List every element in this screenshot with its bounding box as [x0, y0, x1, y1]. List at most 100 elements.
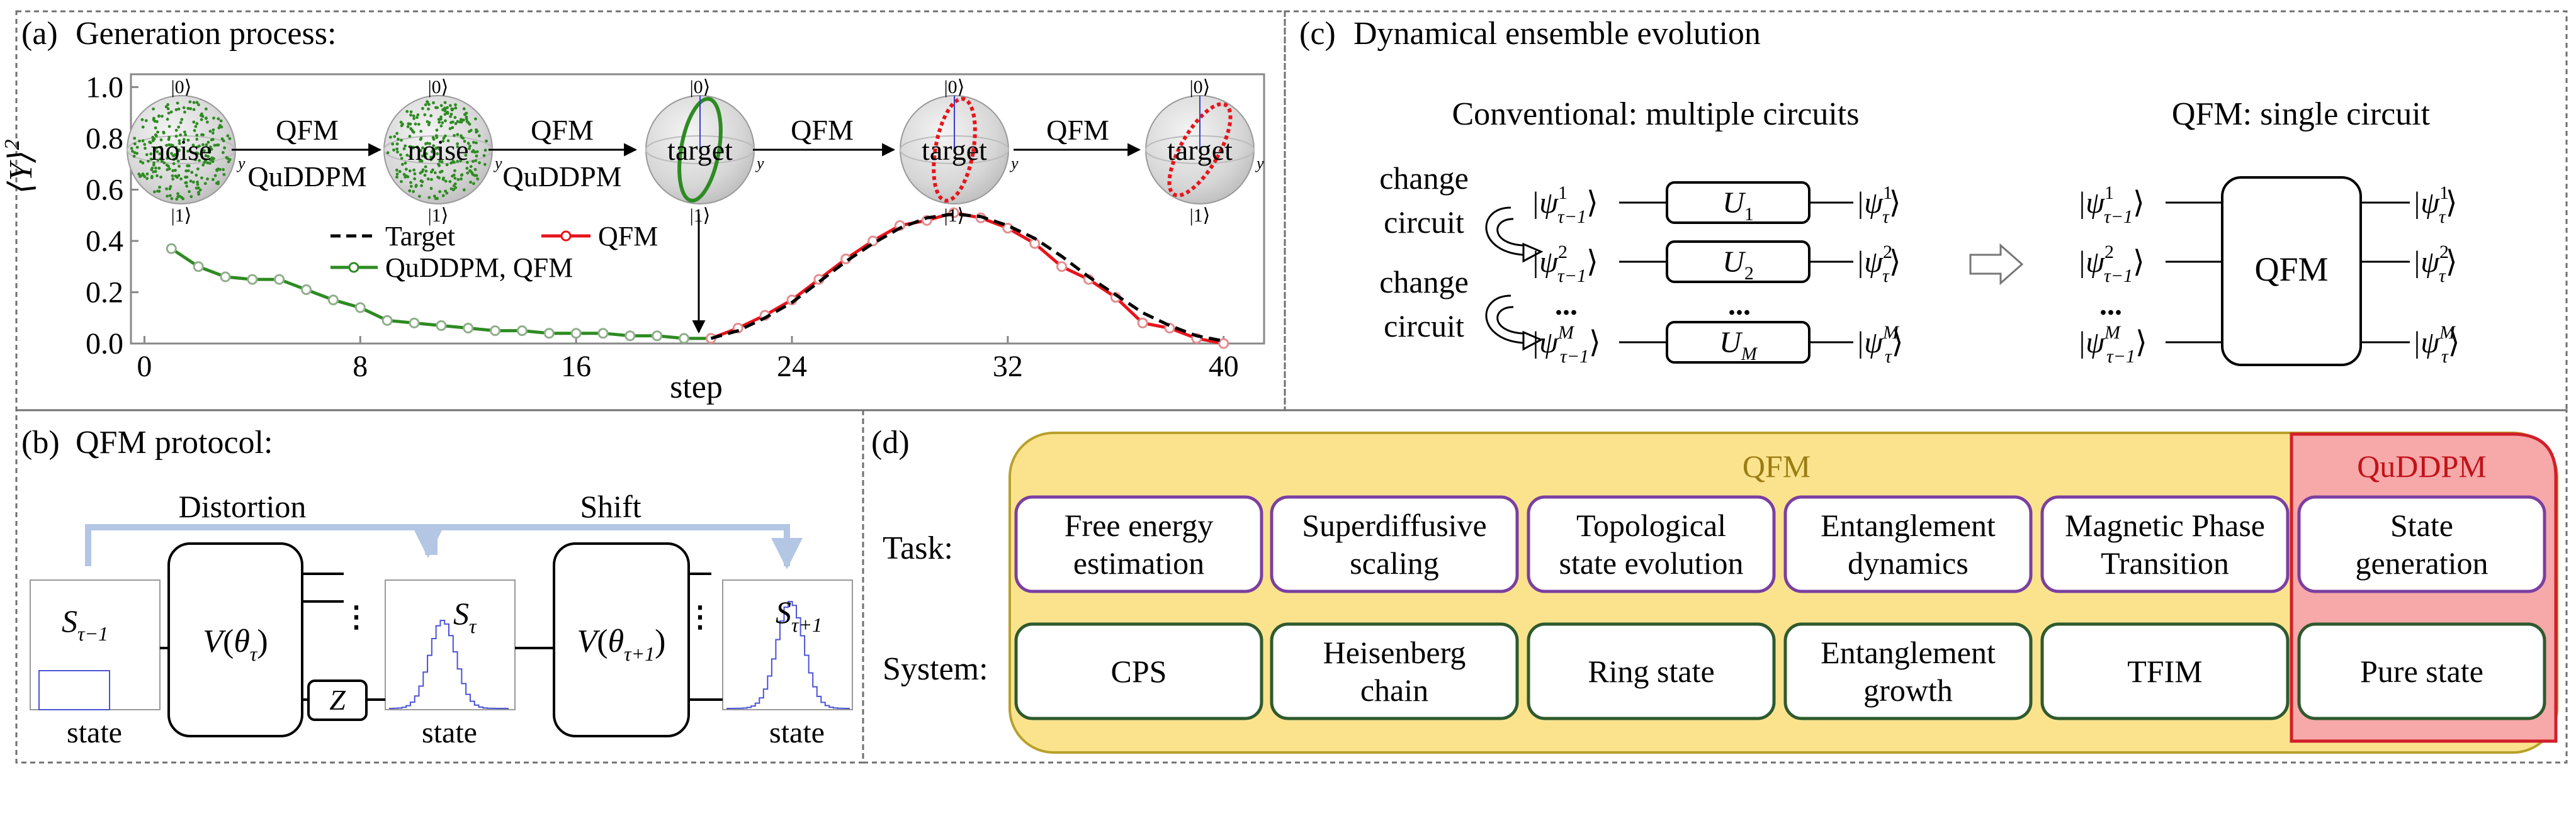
- sample-dot: [429, 114, 433, 118]
- sample-dot: [174, 135, 178, 138]
- x-tick-label: 16: [561, 350, 591, 383]
- sample-dot: [423, 174, 427, 177]
- sample-dot: [197, 103, 200, 106]
- sample-dot: [189, 195, 193, 198]
- sample-dot: [201, 143, 205, 147]
- x-tick-label: 40: [1209, 350, 1239, 383]
- series-2-point: [490, 325, 501, 337]
- task-card-text: dynamics: [1848, 545, 1969, 581]
- sample-dot: [168, 194, 172, 198]
- sample-dot: [462, 107, 466, 111]
- bracket-arrows: [85, 524, 803, 569]
- panel-d-tag: (d): [871, 425, 910, 461]
- sample-dot: [399, 153, 402, 157]
- sample-dot: [439, 124, 443, 128]
- sample-dot: [404, 144, 407, 148]
- sample-dot: [203, 160, 206, 164]
- sample-dot: [152, 163, 155, 167]
- arrow-labels: QFM QuDDPM QFM QuDDPM QFM QFM: [247, 114, 1109, 193]
- panel-borders: [15, 10, 2568, 764]
- task-card-box: [1014, 495, 1263, 593]
- sample-dot: [199, 114, 203, 117]
- sample-dot: [395, 131, 399, 135]
- sample-dot: [166, 103, 170, 106]
- system-card-text: Ring state: [1588, 654, 1714, 689]
- sample-dot: [186, 164, 189, 167]
- sample-dot: [150, 166, 154, 170]
- sample-dot: [222, 168, 225, 171]
- quddpm-header: QuDDPM: [2357, 449, 2487, 484]
- sample-dot: [468, 122, 472, 126]
- panel-d: (d) QFM QuDDPM Task: System: Free energy…: [871, 425, 2558, 754]
- sample-dot: [200, 176, 203, 180]
- sample-dot: [460, 177, 463, 181]
- sample-dot: [195, 122, 199, 125]
- ring-state: [677, 97, 723, 203]
- task-cards: Free energyestimationSuperdiffusivescali…: [1014, 495, 2546, 593]
- sample-dot: [460, 173, 464, 177]
- sample-dot: [192, 101, 196, 104]
- state-prev-box: [30, 579, 161, 710]
- task-card-text: Magnetic Phase: [2065, 508, 2265, 543]
- sample-dot: [191, 181, 195, 184]
- sample-dot: [460, 120, 463, 124]
- arrow-label-qfm-3: QFM: [791, 114, 854, 146]
- hollow-right-arrow: [1969, 243, 2024, 286]
- ket-1: |1⟩: [1190, 205, 1211, 226]
- sample-dot: [456, 145, 460, 148]
- sample-dot: [433, 171, 437, 174]
- sample-dot: [431, 150, 434, 154]
- sample-dot: [441, 194, 445, 198]
- sample-dot: [419, 138, 422, 142]
- sample-dot: [456, 160, 460, 163]
- sample-dot: [421, 146, 424, 150]
- sample-dot: [395, 147, 399, 151]
- sample-dot: [424, 142, 427, 145]
- sample-dot: [398, 170, 402, 174]
- sample-dot: [138, 175, 142, 178]
- series-1-point: [1029, 238, 1041, 249]
- sample-dot: [182, 106, 186, 109]
- sample-dot: [419, 130, 423, 133]
- axis-y: y: [755, 154, 764, 172]
- sample-dot: [213, 143, 217, 147]
- sample-dot: [174, 157, 178, 160]
- sample-dot: [175, 198, 179, 201]
- conv-ellipsis-mid: ...: [1728, 288, 1751, 321]
- y-tick-label: 0.6: [86, 173, 123, 206]
- sample-dot: [170, 152, 173, 155]
- y-tick-label: 1.0: [86, 70, 123, 104]
- sample-dot: [165, 143, 168, 147]
- panel-c-tag: (c): [1299, 16, 1336, 52]
- sample-dot: [420, 184, 423, 187]
- sample-dot: [137, 172, 141, 176]
- sample-dot: [465, 115, 468, 119]
- sample-dot: [478, 161, 481, 165]
- sample-dot: [424, 165, 427, 169]
- sample-dot: [193, 158, 197, 162]
- sample-dot: [474, 117, 477, 121]
- sample-dot: [460, 134, 463, 138]
- curved-arrow-1-inner: [1496, 218, 1524, 247]
- sample-dot: [423, 147, 427, 151]
- qfm-header: QFM: [1743, 449, 1811, 484]
- sample-dot: [180, 118, 184, 121]
- sample-dot: [435, 128, 439, 132]
- sample-dot: [150, 176, 154, 179]
- sample-dot: [164, 105, 168, 109]
- legend-qfm: QFM: [598, 221, 658, 252]
- sample-dot: [192, 108, 196, 111]
- sample-dot: [414, 122, 417, 126]
- sphere-arrows: [232, 143, 1141, 334]
- sample-dot: [172, 162, 176, 165]
- sample-dot: [444, 119, 447, 123]
- sample-dot: [453, 182, 457, 186]
- sample-dot: [208, 145, 212, 149]
- legend: Target QFM QuDDPM, QFM: [330, 221, 658, 283]
